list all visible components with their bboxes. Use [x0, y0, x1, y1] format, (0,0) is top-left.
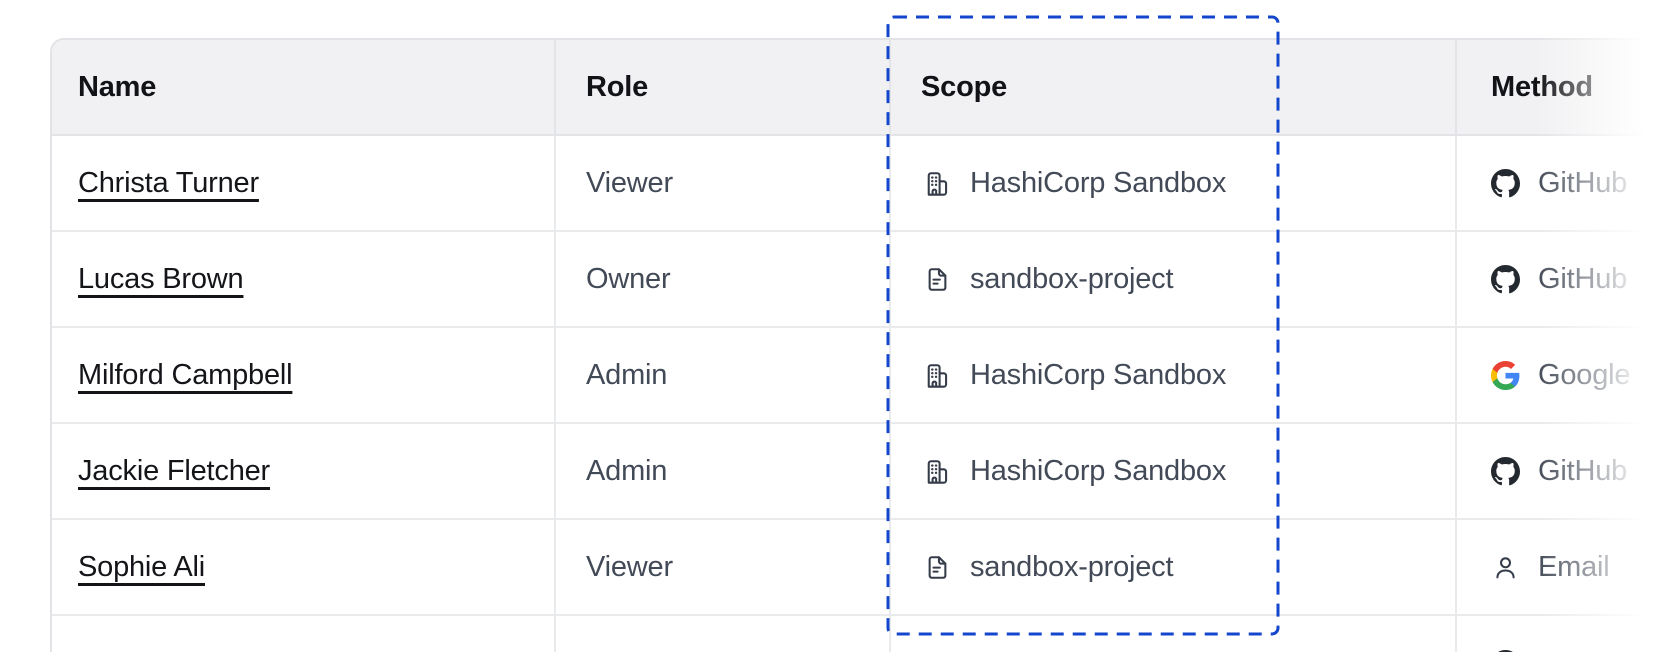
- member-method: GitHub: [1538, 166, 1628, 199]
- method-cell: GitHub: [1455, 136, 1672, 230]
- member-name-link[interactable]: Milford Campbell: [78, 358, 293, 391]
- role-cell: Admin: [554, 328, 889, 422]
- method-cell: GitHub: [1455, 232, 1672, 326]
- scope-cell: HashiCorp Sandbox: [889, 328, 1455, 422]
- scope-cell: HashiCorp Sandbox: [889, 136, 1455, 230]
- member-role: Viewer: [586, 166, 673, 199]
- name-cell: Milford Campbell: [52, 328, 554, 422]
- github-icon: [1491, 456, 1520, 486]
- member-role: Admin: [586, 358, 668, 391]
- scope-cell: HashiCorp Sandbox: [889, 424, 1455, 518]
- table-body: Christa Turner Viewer HashiCorp Sandbox …: [52, 136, 1672, 652]
- table-row-partial: [52, 616, 1672, 652]
- org-icon: [923, 361, 952, 390]
- table-header-row: Name Role Scope Method: [52, 40, 1672, 136]
- table-row: Milford Campbell Admin HashiCorp Sandbox: [52, 328, 1672, 424]
- member-role: Admin: [586, 454, 668, 487]
- member-name-link[interactable]: Lucas Brown: [78, 262, 244, 295]
- member-scope: HashiCorp Sandbox: [970, 454, 1227, 487]
- member-method: GitHub: [1538, 454, 1628, 487]
- scope-cell: sandbox-project: [889, 520, 1455, 614]
- member-name-link[interactable]: Christa Turner: [78, 166, 259, 199]
- name-cell: Christa Turner: [52, 136, 554, 230]
- scope-cell: [889, 616, 1455, 652]
- member-scope: HashiCorp Sandbox: [970, 358, 1227, 391]
- name-cell: [52, 616, 554, 652]
- table-row: Christa Turner Viewer HashiCorp Sandbox …: [52, 136, 1672, 232]
- role-cell: Admin: [554, 424, 889, 518]
- member-name-link[interactable]: Jackie Fletcher: [78, 454, 271, 487]
- member-name-link[interactable]: Sophie Ali: [78, 550, 205, 583]
- document-icon: [923, 553, 952, 582]
- role-cell: Owner: [554, 232, 889, 326]
- member-scope: sandbox-project: [970, 550, 1174, 583]
- method-cell: [1455, 616, 1672, 652]
- method-cell: Google: [1455, 328, 1672, 422]
- member-method: Google: [1538, 358, 1631, 391]
- github-icon: [1491, 264, 1520, 294]
- name-cell: Jackie Fletcher: [52, 424, 554, 518]
- google-icon: [1491, 360, 1520, 390]
- document-icon: [923, 265, 952, 294]
- table-row: Jackie Fletcher Admin HashiCorp Sandbox …: [52, 424, 1672, 520]
- members-table: Name Role Scope Method Christa Turner Vi…: [50, 38, 1672, 652]
- scope-cell: sandbox-project: [889, 232, 1455, 326]
- method-cell: GitHub: [1455, 424, 1672, 518]
- method-cell: Email: [1455, 520, 1672, 614]
- member-role: Viewer: [586, 550, 673, 583]
- email-icon: [1491, 553, 1520, 582]
- org-icon: [923, 169, 952, 198]
- role-cell: [554, 616, 889, 652]
- table-row: Sophie Ali Viewer sandbox-project Email: [52, 520, 1672, 616]
- member-method: Email: [1538, 550, 1610, 583]
- column-header-role: Role: [554, 40, 889, 134]
- name-cell: Lucas Brown: [52, 232, 554, 326]
- name-cell: Sophie Ali: [52, 520, 554, 614]
- member-scope: sandbox-project: [970, 262, 1174, 295]
- table-row: Lucas Brown Owner sandbox-project GitHub: [52, 232, 1672, 328]
- column-header-method: Method: [1455, 40, 1672, 134]
- column-header-name: Name: [78, 70, 157, 103]
- column-header-scope: Scope: [889, 40, 1455, 134]
- org-icon: [923, 457, 952, 486]
- github-icon: [1491, 168, 1520, 198]
- member-scope: HashiCorp Sandbox: [970, 166, 1227, 199]
- role-cell: Viewer: [554, 520, 889, 614]
- member-method: GitHub: [1538, 262, 1628, 295]
- github-icon: [1491, 649, 1520, 652]
- role-cell: Viewer: [554, 136, 889, 230]
- member-role: Owner: [586, 262, 671, 295]
